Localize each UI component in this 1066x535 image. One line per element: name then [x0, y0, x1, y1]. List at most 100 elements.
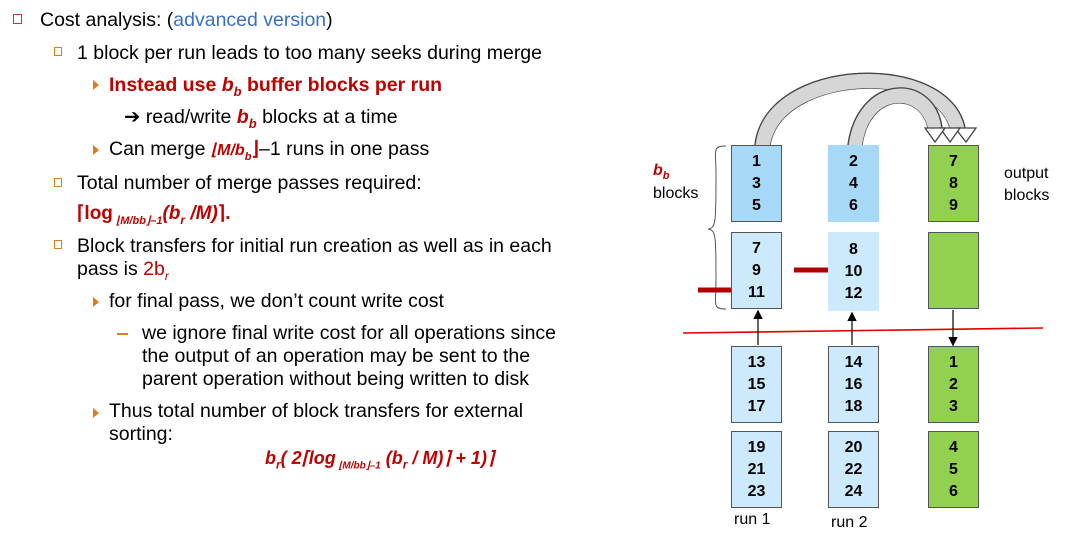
value: 5 [949, 460, 958, 478]
bullet-triangle-icon [93, 145, 99, 155]
disk-output-block-b: 4 5 6 [928, 431, 979, 508]
floor-close: ⌋ [251, 138, 260, 160]
br-sub: r [402, 457, 408, 472]
curved-arrow-outline [754, 72, 966, 146]
m-over-bb: ⌊M/b [210, 142, 245, 159]
disk-run2-block-a: 14 16 18 [828, 346, 879, 423]
read-write-line: ➔ read/write bb blocks at a time [124, 105, 398, 136]
runs-one-pass-text: –1 runs in one pass [259, 138, 430, 160]
output-buffer-top: 7 8 9 [928, 145, 979, 222]
arrow-head-3 [923, 127, 947, 144]
log-base: ⌊M/bb⌋–1 [335, 460, 381, 472]
value: 4 [849, 174, 858, 192]
value: 13 [747, 353, 766, 371]
value: 8 [949, 174, 958, 192]
two-br: 2b [143, 258, 165, 280]
value: 24 [844, 482, 863, 500]
curved-arrow-fill-2 [848, 87, 942, 145]
ignore-line-2: the output of an operation may be sent t… [142, 345, 531, 367]
br-var: b [265, 448, 276, 468]
br-var: (b [162, 203, 181, 224]
buffer-text: buffer blocks per run [241, 74, 443, 96]
output-label: output [1004, 165, 1049, 182]
pass-is-text: pass is [77, 258, 144, 280]
br-open: (b [380, 448, 403, 468]
bb-var: b [221, 74, 234, 96]
two-br-sub: r [164, 268, 169, 283]
value: 2 [949, 375, 958, 393]
ceil-log: ⌈log [77, 203, 113, 224]
cost-analysis-text: Cost analysis: ( [40, 9, 174, 31]
br-sub: r [276, 457, 281, 472]
thus-total-line-1: Thus total number of block transfers for… [109, 400, 524, 422]
value: 16 [844, 375, 863, 393]
value: 10 [844, 262, 863, 280]
total-transfers-formula: br( 2⌈log ⌊M/bb⌋–1 (br / M)⌉ + 1)⌉ [265, 445, 494, 480]
value: 18 [844, 397, 863, 415]
brace [707, 145, 727, 310]
can-merge-text: Can merge [109, 138, 211, 160]
memory-disk-separator [682, 327, 1044, 334]
output-buffer-empty [928, 232, 979, 309]
output-blocks-label: blocks [1004, 187, 1050, 204]
merge-passes-formula: ⌈log ⌊M/bb⌋–1(br /M)⌉. [77, 201, 230, 234]
value: 9 [949, 196, 958, 214]
blocks-at-time-text: blocks at a time [256, 106, 398, 128]
seeks-line: 1 block per run leads to too many seeks … [77, 42, 543, 64]
ignore-line-3: parent operation without being written t… [142, 368, 529, 390]
thus-total-line-2: sorting: [109, 423, 173, 445]
bullet-triangle-icon [93, 80, 99, 90]
buffer-blocks-line: Instead use bb buffer blocks per run [109, 73, 442, 104]
ceil-close: ⌉. [217, 203, 231, 224]
buffer-run1-mid: 7 9 11 [731, 232, 782, 309]
bullet-triangle-icon [93, 297, 99, 307]
disk-run1-block-b: 19 21 23 [731, 431, 782, 508]
disk-output-block-a: 1 2 3 [928, 346, 979, 423]
value: 14 [844, 353, 863, 371]
value: 17 [747, 397, 766, 415]
bullet-square-icon [54, 178, 62, 187]
over-m: /M) [185, 203, 218, 224]
value: 20 [844, 438, 863, 456]
arrow-head-2 [938, 127, 962, 144]
value: 21 [747, 460, 766, 478]
cost-analysis-line: Cost analysis: (advanced version) [40, 8, 333, 32]
value: 23 [747, 482, 766, 500]
disk-run1-block-a: 13 15 17 [731, 346, 782, 423]
block-transfers-line: Block transfers for initial run creation… [77, 235, 552, 257]
ignore-line-1: we ignore final write cost for all opera… [142, 322, 557, 344]
buffer-run2-top: 2 4 6 [828, 145, 879, 222]
bullet-square-icon [54, 47, 62, 56]
bb-label-var: b [653, 162, 663, 179]
bullet-triangle-icon [93, 408, 99, 418]
cost-analysis-close: ) [326, 9, 333, 31]
bb-blocks-label: bb [653, 162, 670, 182]
value: 7 [949, 152, 958, 170]
two-ceil-log: ( 2⌈log [280, 448, 336, 468]
value: 4 [949, 438, 958, 456]
run-1-label: run 1 [734, 511, 771, 528]
value: 6 [849, 196, 858, 214]
buffer-run2-mid: 8 10 12 [828, 232, 879, 311]
value: 5 [752, 196, 761, 214]
log-base: ⌊M/bb⌋–1 [112, 214, 163, 227]
value: 6 [949, 482, 958, 500]
advanced-version-text: advanced version [173, 9, 327, 31]
arrow-head-1 [953, 127, 978, 144]
dash-bullet-icon [117, 333, 128, 335]
value: 2 [849, 152, 858, 170]
bb-sub: b [248, 115, 257, 131]
bb-sub: b [233, 83, 242, 99]
read-write-text: read/write [140, 106, 237, 128]
value: 22 [844, 460, 863, 478]
merge-passes-line: Total number of merge passes required: [77, 172, 422, 194]
buffer-run1-top: 1 3 5 [731, 145, 782, 222]
bullet-square-icon [54, 240, 62, 249]
curved-arrow-run1-inner [769, 87, 951, 146]
curved-arrow-outline-2 [847, 87, 943, 146]
blocks-label: blocks [653, 185, 699, 202]
value: 1 [752, 152, 761, 170]
run-2-label: run 2 [831, 514, 868, 531]
value: 3 [949, 397, 958, 415]
